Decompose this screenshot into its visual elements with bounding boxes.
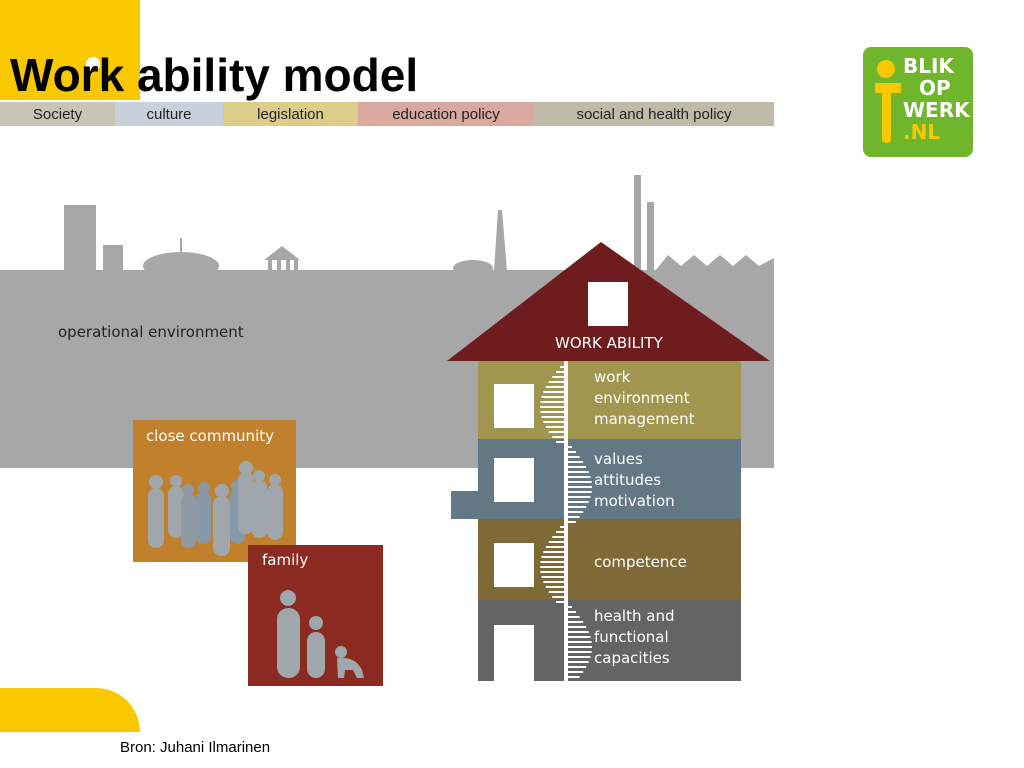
stair-step — [541, 576, 566, 578]
stair-step — [566, 636, 591, 638]
stair-step — [566, 446, 572, 448]
balcony — [451, 491, 481, 519]
stair-step — [566, 456, 580, 458]
stair-step — [566, 631, 589, 633]
stair-step — [566, 666, 587, 668]
stair-step — [566, 511, 584, 513]
stair-step — [566, 486, 592, 488]
stair-step — [566, 481, 592, 483]
stair-step — [543, 581, 566, 583]
stair-step — [566, 626, 587, 628]
family-people-icon — [277, 590, 364, 678]
stair-step — [552, 436, 566, 438]
stair-step — [566, 646, 592, 648]
city-skyline — [64, 175, 774, 280]
stair-step — [540, 566, 566, 568]
stair-step — [566, 671, 584, 673]
page-title: Work ability model — [10, 49, 419, 101]
stair-step — [560, 366, 566, 368]
stair-step — [566, 616, 580, 618]
stair-step — [548, 381, 566, 383]
stair-step — [540, 406, 566, 408]
corner-dot — [86, 57, 100, 71]
stair-step — [543, 421, 566, 423]
person-icon — [875, 60, 901, 143]
stair-step — [566, 476, 591, 478]
community-people-icon — [148, 461, 283, 556]
stair-step — [540, 571, 566, 573]
stair-step — [548, 431, 566, 433]
stair-step — [556, 601, 566, 603]
stair-step — [566, 491, 592, 493]
stair-step — [545, 386, 566, 388]
stair-step — [566, 641, 592, 643]
stair-step — [541, 556, 566, 558]
band-society: Society — [0, 102, 115, 126]
operational-environment-label: operational environment — [58, 323, 244, 341]
stair-step — [552, 596, 566, 598]
window-floor-1 — [494, 384, 534, 428]
band-culture: culture — [115, 102, 223, 126]
stair-step — [566, 451, 576, 453]
stair-step — [552, 536, 566, 538]
work-ability-label: WORK ABILITY — [555, 334, 663, 352]
stair-step — [556, 531, 566, 533]
stair-step — [566, 516, 580, 518]
stair-step — [543, 551, 566, 553]
stair-step — [566, 621, 584, 623]
stair-step — [566, 506, 587, 508]
floor-label-values: values attitudes motivation — [594, 450, 675, 510]
stair-step — [566, 461, 584, 463]
stair-step — [545, 546, 566, 548]
stair-step — [540, 401, 566, 403]
stair-step — [556, 441, 566, 443]
roof-window — [588, 282, 628, 326]
stair-step — [566, 466, 587, 468]
floor-label-competence: competence — [594, 553, 687, 571]
floor-label-health: health and functional capacities — [594, 607, 675, 667]
close-community-label: close community — [146, 427, 274, 445]
stair-step — [545, 426, 566, 428]
stair-step — [552, 376, 566, 378]
family-label: family — [262, 551, 309, 569]
corner-accent-bottom — [0, 688, 140, 732]
stair-step — [566, 496, 591, 498]
stair-step — [566, 501, 589, 503]
stair-step — [545, 586, 566, 588]
stair-step — [556, 371, 566, 373]
window-floor-2 — [494, 458, 534, 502]
band-social-health-policy: social and health policy — [534, 102, 774, 126]
window-floor-3 — [494, 543, 534, 587]
stair-step — [566, 656, 591, 658]
stair-step — [541, 416, 566, 418]
stair-step — [566, 676, 580, 678]
door — [494, 625, 534, 681]
stair-step — [540, 411, 566, 413]
stair-step — [548, 541, 566, 543]
stair-step — [541, 396, 566, 398]
stair-step — [543, 391, 566, 393]
stair-step — [566, 471, 589, 473]
stair-step — [540, 561, 566, 563]
stair-step — [548, 591, 566, 593]
band-legislation: legislation — [223, 102, 358, 126]
band-education-policy: education policy — [358, 102, 534, 126]
stair-step — [566, 651, 592, 653]
stair-step — [566, 606, 572, 608]
stair-step — [566, 661, 589, 663]
blik-op-werk-logo: BLIK OP WERK .NL — [863, 47, 973, 157]
stair-step — [566, 521, 576, 523]
stair-step — [566, 611, 576, 613]
corner-accent-top — [0, 0, 140, 100]
floor-label-work: work environment management — [594, 368, 695, 428]
source-credit: Bron: Juhani Ilmarinen — [120, 739, 271, 756]
stair-step — [560, 526, 566, 528]
staircase — [540, 361, 592, 681]
